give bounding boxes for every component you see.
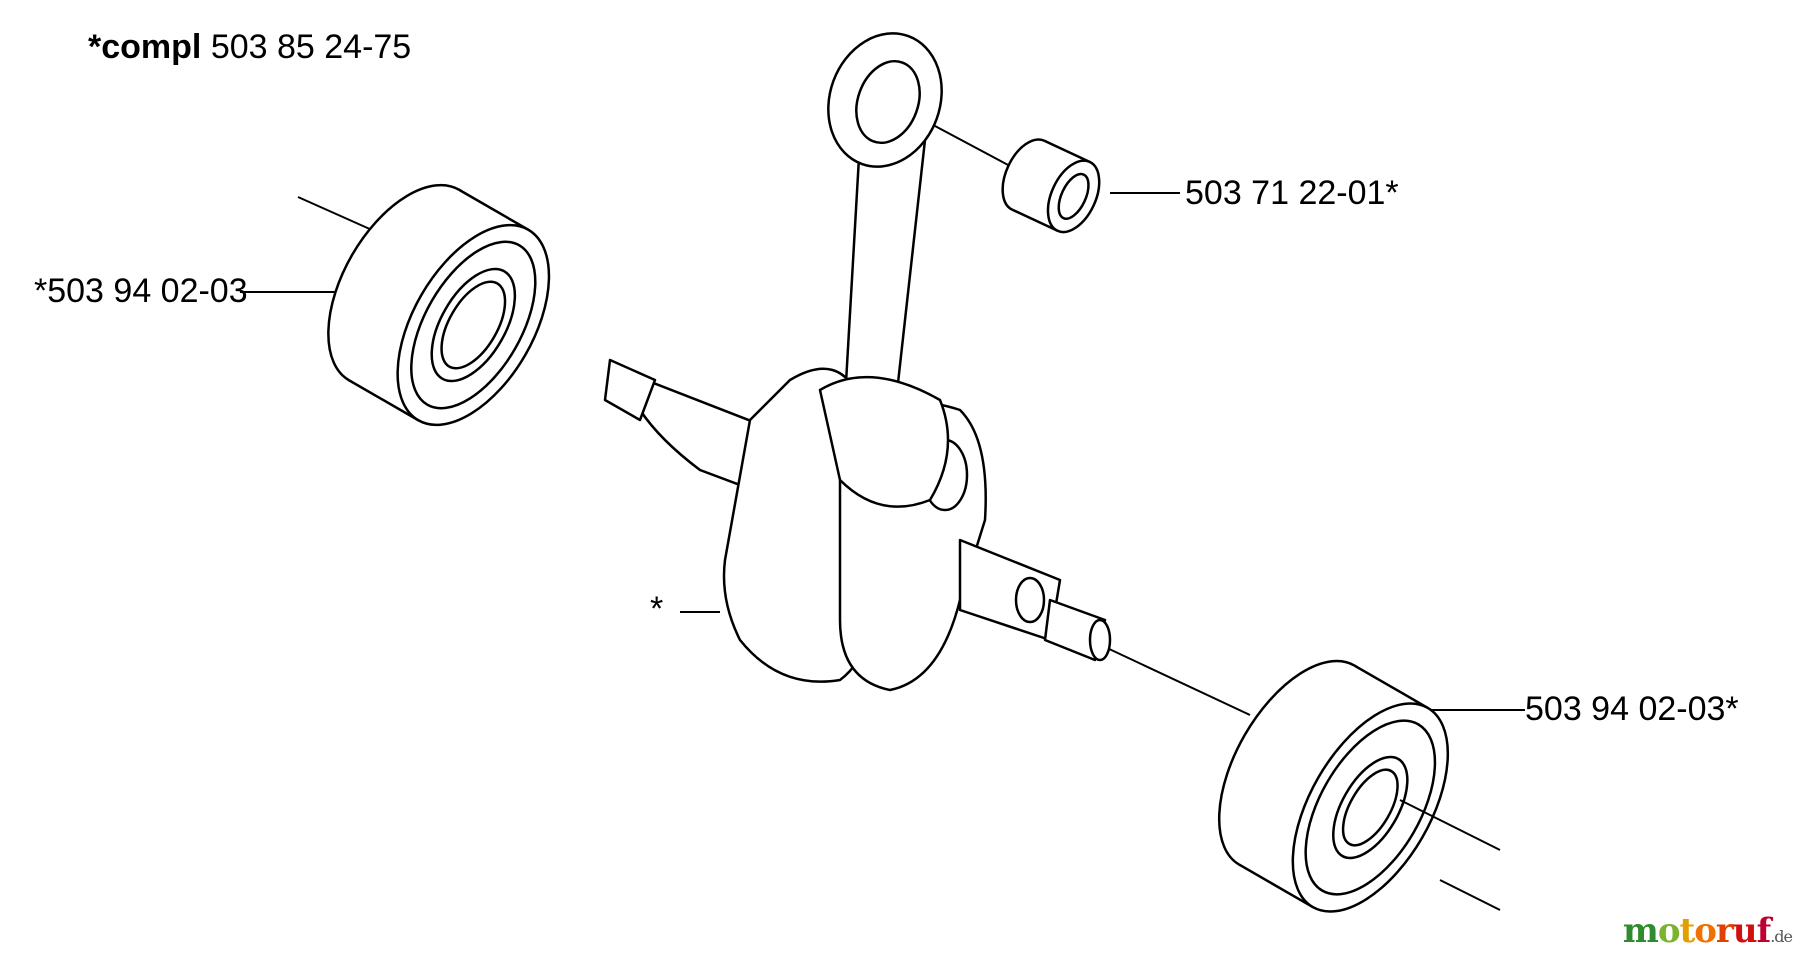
label-crankshaft[interactable]: * [650,590,664,628]
connecting-rod [818,32,950,508]
label-left-bearing[interactable]: *503 94 02-03 [34,272,248,310]
left-ball-bearing [327,183,551,427]
right-ball-bearing [1217,659,1450,913]
title-prefix: *compl [88,28,202,66]
watermark-logo: motoruf.de [1622,911,1793,951]
assembly-title: *compl 503 85 24-75 [88,30,411,64]
needle-bearing [1001,138,1101,234]
label-needle-bearing[interactable]: 503 71 22-01* [1185,174,1399,212]
label-right-bearing[interactable]: 503 94 02-03* [1525,690,1739,728]
title-part-number: 503 85 24-75 [210,28,412,66]
